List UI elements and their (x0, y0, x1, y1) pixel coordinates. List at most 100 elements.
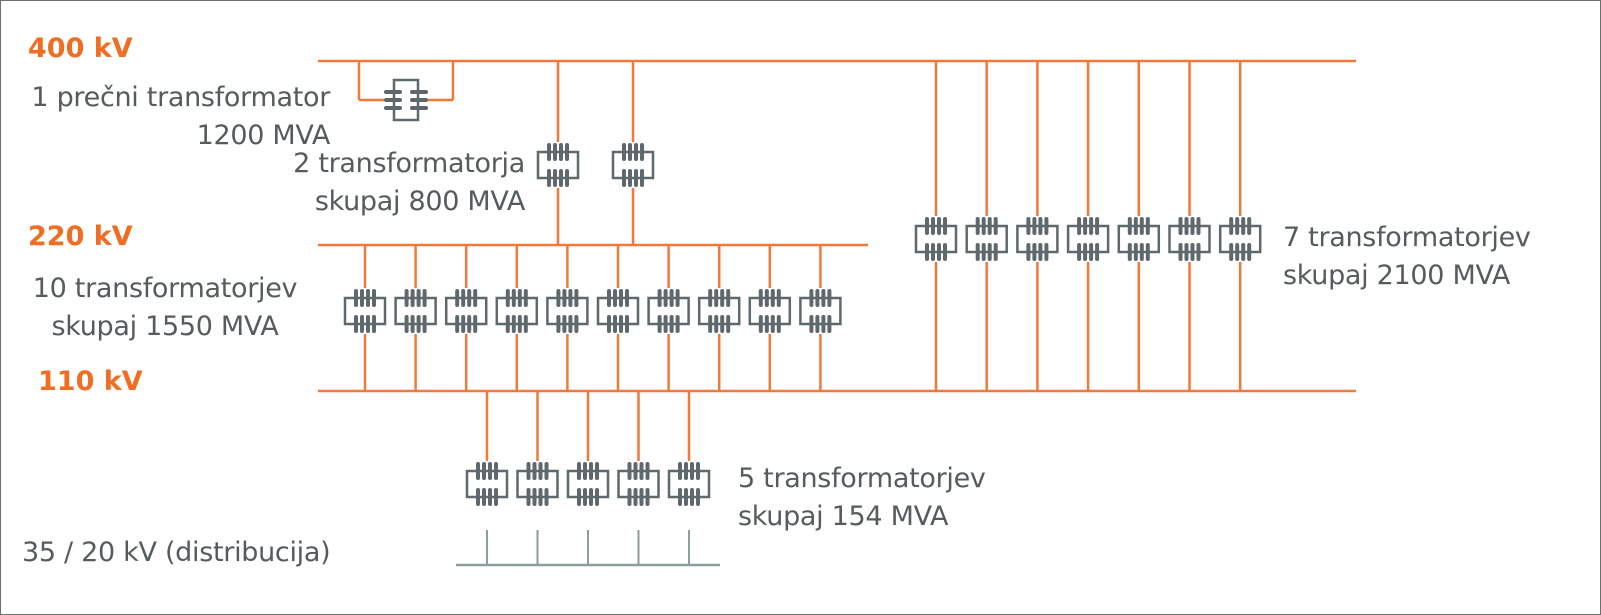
t110-dist-caption-line1: 5 transformatorjev (738, 463, 986, 494)
transformer-frame (546, 296, 589, 326)
transformer-coil-lower (720, 315, 725, 333)
transformer-frame (799, 296, 842, 326)
transformer-coil-lower (1139, 243, 1144, 261)
transformer-frame (1066, 224, 1110, 254)
transformer-coil-lower (634, 169, 638, 187)
transformer-coil-lower (993, 243, 998, 261)
transformer-coil-upper (538, 462, 543, 480)
transformer-coil-upper (1178, 217, 1183, 235)
transformer-coil-lower (482, 488, 486, 506)
transformer-icon (748, 289, 792, 333)
transformer-coil-upper (675, 289, 680, 307)
transformer-coil-lower (562, 315, 567, 333)
transformer-coil-lower (1032, 243, 1037, 261)
transformer-frame (566, 469, 610, 499)
phase-shifter-caption-line1: 1 prečni transformator (31, 82, 330, 113)
transformer-coil-lower (690, 488, 694, 506)
transformer-coil-upper (690, 462, 694, 480)
transformer-coil-lower (678, 488, 682, 506)
transformer-coil-lower (943, 243, 947, 261)
transformer-coil-lower (764, 315, 769, 333)
transformer-coil-upper (627, 462, 632, 480)
transformer-coil-upper (360, 289, 364, 307)
transformer-coil-lower (925, 243, 929, 261)
phase-shifter-caption-line2: 1200 MVA (196, 120, 331, 151)
transformer-coil-lower (622, 169, 626, 187)
transformer-coil-upper (708, 289, 713, 307)
transformer-coil-lower (987, 243, 992, 261)
transformer-coil-lower (565, 169, 569, 187)
transformer-coil-lower (494, 488, 498, 506)
transformer-coil-lower (517, 315, 522, 333)
transformer-coil-lower (613, 315, 617, 333)
transformer-frame (914, 224, 958, 254)
transformer-coil-upper (410, 289, 415, 307)
transformer-coil-lower (1127, 243, 1132, 261)
t220-110-caption-line1: 10 transformatorjev (32, 273, 298, 304)
transformer-coil-lower (583, 488, 587, 506)
transformer-coil-lower (461, 315, 466, 333)
transformer-coil-lower (815, 315, 820, 333)
phase-shifter-coil-left (384, 90, 402, 94)
transformer-coil-lower (669, 315, 674, 333)
transformer-coil-upper (1241, 217, 1246, 235)
transformer-coil-lower (726, 315, 731, 333)
transformer-coil-lower (476, 488, 480, 506)
transformer-coil-lower (1190, 243, 1195, 261)
distribution-voltage-text: 35 / 20 kV (distribucija) (22, 537, 331, 568)
transformer-coil-lower (366, 315, 370, 333)
transformer-coil-lower (696, 488, 700, 506)
transformer-coil-upper (619, 289, 623, 307)
transformer-coil-lower (1196, 243, 1201, 261)
transformer-coil-upper (937, 217, 941, 235)
transformer-coil-lower (556, 315, 561, 333)
transformer-coil-lower (538, 488, 543, 506)
transformer-coil-upper (511, 289, 516, 307)
transformer-coil-upper (568, 289, 573, 307)
transformer-icon (546, 289, 589, 333)
transformer-coil-lower (577, 488, 581, 506)
phase-shifter-coil-right (410, 98, 428, 102)
transformer-coil-upper (1127, 217, 1132, 235)
transformer-coil-upper (714, 289, 719, 307)
transformer-icon (1218, 217, 1262, 261)
transformer-coil-lower (532, 488, 537, 506)
transformer-coil-upper (726, 289, 731, 307)
voltage-400kv-text: 400 kV (28, 33, 133, 64)
t220-110-caption-line2: skupaj 1550 MVA (51, 311, 279, 342)
transformer-frame (697, 296, 741, 326)
transformer-icon (536, 143, 580, 187)
transformer-coil-upper (607, 289, 611, 307)
transformer-coil-upper (987, 217, 992, 235)
transformer-coil-upper (669, 289, 674, 307)
transformer-coil-lower (628, 169, 632, 187)
transformer-coil-lower (645, 488, 650, 506)
transformer-coil-upper (975, 217, 980, 235)
transformer-coil-lower (1241, 243, 1246, 261)
transformer-icon (697, 289, 741, 333)
transformer-coil-upper (993, 217, 998, 235)
transformer-coil-lower (758, 315, 763, 333)
voltage-label-220kv: 220 kV (28, 221, 133, 253)
transformer-coil-upper (815, 289, 820, 307)
transformer-coil-lower (422, 315, 427, 333)
transformer-frame (667, 469, 711, 499)
transformer-coil-upper (461, 289, 466, 307)
transformer-coil-upper (532, 462, 537, 480)
transformer-icon (516, 462, 559, 506)
transformer-coil-lower (1083, 243, 1088, 261)
transformer-coil-upper (776, 289, 781, 307)
transformer-coil-lower (574, 315, 579, 333)
transformer-coil-upper (684, 462, 688, 480)
transformer-coil-upper (1026, 217, 1031, 235)
transformer-coil-upper (583, 462, 587, 480)
transformer-coil-lower (1178, 243, 1183, 261)
transformer-coil-lower (559, 169, 563, 187)
transformer-frame (596, 296, 640, 326)
transformer-coil-lower (372, 315, 376, 333)
transformer-coil-lower (1095, 243, 1100, 261)
transformer-coil-upper (1089, 217, 1094, 235)
transformer-coil-upper (640, 143, 644, 161)
transformer-coil-lower (937, 243, 941, 261)
